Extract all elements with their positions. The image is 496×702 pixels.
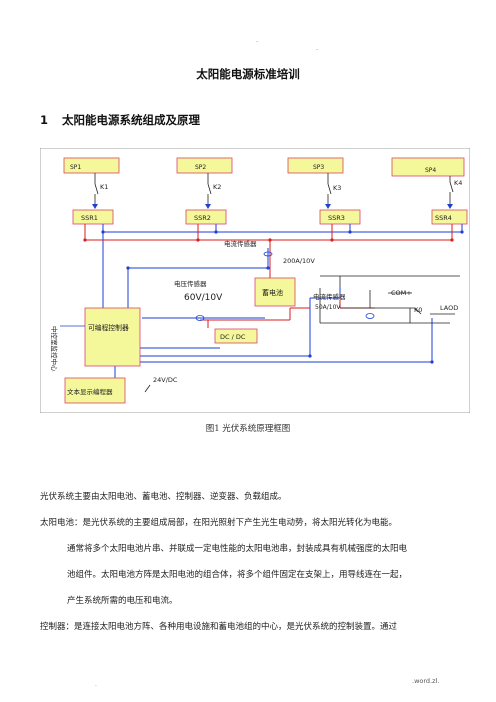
load-label: LAOD <box>440 304 458 312</box>
ssr-label: SSR1 <box>81 214 98 222</box>
current-sensor-right-label: 电流传感器 <box>313 292 346 301</box>
header-mark: . <box>316 44 319 52</box>
ssr-3: SSR3 <box>319 209 361 225</box>
switch-label: K3 <box>333 184 341 192</box>
switch-label: K4 <box>454 179 462 187</box>
panel-label: SP4 <box>425 167 436 174</box>
switch-arrows <box>92 204 453 209</box>
side-label: 中控室监控中心 <box>50 326 59 372</box>
paragraph: 池组件。太阳电池方阵是太阳电池的组合体，将多个组件固定在支架上，用导线连在一起， <box>67 570 408 580</box>
voltage-sensor-label: 电压传感器 <box>174 279 207 288</box>
panel-label: SP1 <box>70 164 81 171</box>
battery-label: 蓄电池 <box>262 288 283 297</box>
text-display-box: 文本显示编程器 <box>64 377 126 404</box>
k0-label: K0 <box>414 306 422 314</box>
paragraph: 通常将多个太阳电池片串、并联成一定电性能的太阳电池串，封装成具有机械强度的太阳电 <box>67 544 408 554</box>
ssr-4: SSR4 <box>431 209 468 225</box>
section-title: 太阳能电源系统组成及原理 <box>62 113 200 127</box>
power-junctions <box>83 238 454 242</box>
ssr-label: SSR3 <box>328 214 345 222</box>
voltage-sensor-rating: 60V/10V <box>184 293 223 303</box>
solar-panel-4: SP4 <box>391 157 465 177</box>
bus-junctions <box>101 230 464 364</box>
solar-panel-2: SP2 <box>176 157 233 174</box>
current-sensor-top-rating: 200A/10V <box>283 257 315 265</box>
ssr-2: SSR2 <box>185 209 227 225</box>
current-sensor-top-label: 电流传感器 <box>224 239 257 248</box>
ssr-label: SSR4 <box>435 214 452 222</box>
switch-label: K2 <box>213 183 221 191</box>
current-sensor-right-rating: 50A/10V <box>315 304 341 311</box>
supply-label: 24V/DC <box>153 376 178 384</box>
current-sensor-right-icon <box>365 313 375 319</box>
header-mark: . <box>256 36 259 44</box>
solar-panel-1: SP1 <box>63 157 120 174</box>
section-number: 1 <box>40 113 49 127</box>
paragraph: 太阳电池：是光伏系统的主要组成局部，在阳光照射下产生光生电动势，将太阳光转化为电… <box>40 518 398 528</box>
solar-panel-3: SP3 <box>287 157 344 174</box>
switch-label: K1 <box>100 183 108 191</box>
paragraph: 光伏系统主要由太阳电池、蓄电池、控制器、逆变器、负载组成。 <box>40 492 287 502</box>
voltage-sensor-icon <box>195 315 205 321</box>
panel-switch-lines <box>94 173 454 204</box>
paragraph: 控制器：是连接太阳电池方阵、各种用电设施和蓄电池组的中心，是光伏系统的控制装置。… <box>40 622 398 632</box>
figure-caption: 图1 光伏系统原理框图 <box>205 424 291 434</box>
ssr-1: SSR1 <box>72 209 114 225</box>
footer-right: .word.zl. <box>412 677 440 685</box>
battery-box: 蓄电池 <box>254 277 296 307</box>
dcdc-box: DC / DC <box>214 328 258 344</box>
ssr-label: SSR2 <box>194 214 211 222</box>
paragraph: 产生系统所需的电压和电流。 <box>67 596 178 606</box>
section-heading: 1 太阳能电源系统组成及原理 <box>40 112 200 128</box>
panel-label: SP2 <box>195 164 206 171</box>
plc-box: 可编程控制器 <box>84 307 141 367</box>
page-title: 太阳能电源标准培训 <box>196 67 300 81</box>
pv-system-diagram: SP1 SP2 SP3 SP4 K1 K2 K3 K4 SSR1 SSR2 SS… <box>40 148 470 413</box>
com-label: COM+ <box>391 289 412 297</box>
plc-label: 可编程控制器 <box>88 323 129 332</box>
load-wiring <box>319 275 460 324</box>
panel-label: SP3 <box>313 164 324 171</box>
footer-left: . <box>95 681 97 688</box>
dcdc-label: DC / DC <box>220 333 246 341</box>
control-bus <box>102 224 463 378</box>
current-sensor-top-icon <box>263 251 273 257</box>
text-display-label: 文本显示编程器 <box>67 387 113 396</box>
